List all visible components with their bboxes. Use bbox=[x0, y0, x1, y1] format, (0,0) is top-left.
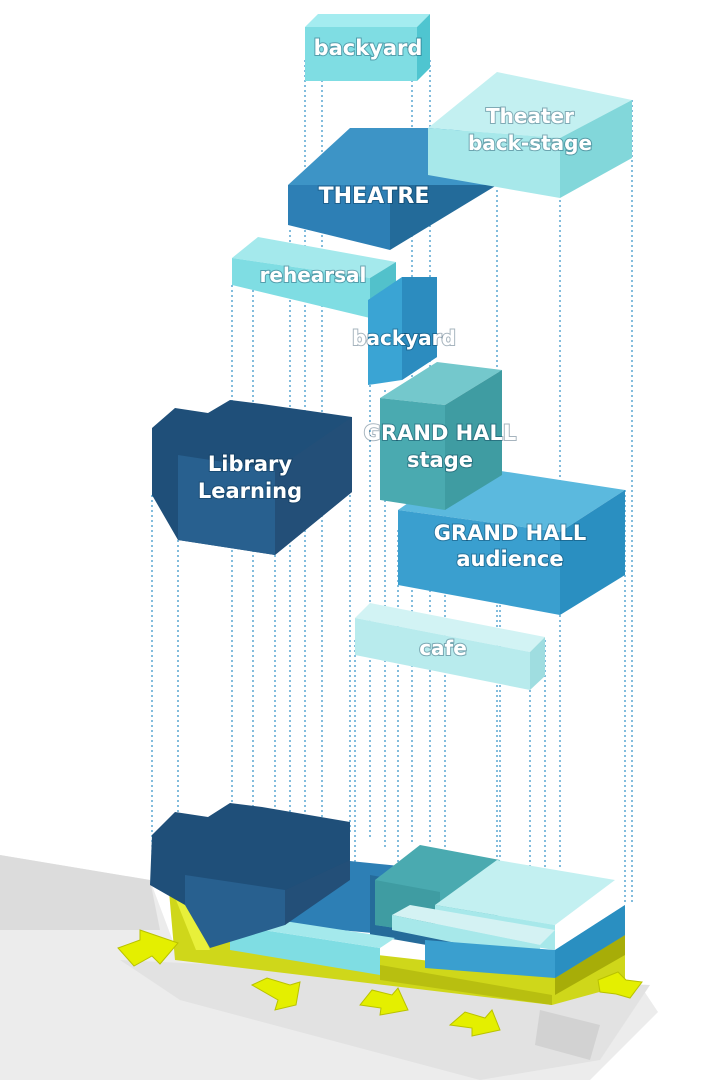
backyard-top-volume bbox=[305, 14, 430, 81]
grand-hall-stage-label-line1: GRAND HALL bbox=[364, 421, 517, 445]
theater-backstage-volume bbox=[428, 72, 632, 198]
library-label-line2: Learning bbox=[198, 479, 302, 503]
rehearsal-label: rehearsal bbox=[260, 263, 367, 287]
cafe-label: cafe bbox=[419, 636, 467, 660]
theatre-label: THEATRE bbox=[319, 184, 430, 209]
theater-backstage-label-line2: back-stage bbox=[468, 131, 592, 155]
backyard-mid-volume bbox=[368, 277, 437, 385]
backyard-mid-label: backyard bbox=[352, 326, 456, 350]
entrance-arrow-4 bbox=[448, 1009, 501, 1037]
assembled-building bbox=[150, 803, 625, 1005]
grand-hall-audience-label-line1: GRAND HALL bbox=[434, 521, 587, 545]
entrance-arrows bbox=[117, 929, 643, 1037]
grand-hall-audience-label-line2: audience bbox=[456, 547, 563, 571]
grand-hall-stage-volume bbox=[380, 362, 502, 510]
cafe-volume bbox=[355, 603, 545, 690]
library-learning-volume bbox=[152, 400, 352, 555]
theater-backstage-label-line1: Theater bbox=[486, 104, 574, 128]
grand-hall-stage-label-line2: stage bbox=[407, 448, 473, 472]
entrance-arrow-1 bbox=[117, 929, 179, 967]
library-label-line1: Library bbox=[208, 452, 292, 476]
entrance-arrow-3 bbox=[359, 987, 409, 1016]
entrance-arrow-2 bbox=[250, 977, 301, 1011]
backyard-top-label: backyard bbox=[314, 36, 423, 60]
grand-hall-audience-volume bbox=[398, 465, 625, 615]
entrance-arrow-5 bbox=[597, 971, 643, 999]
